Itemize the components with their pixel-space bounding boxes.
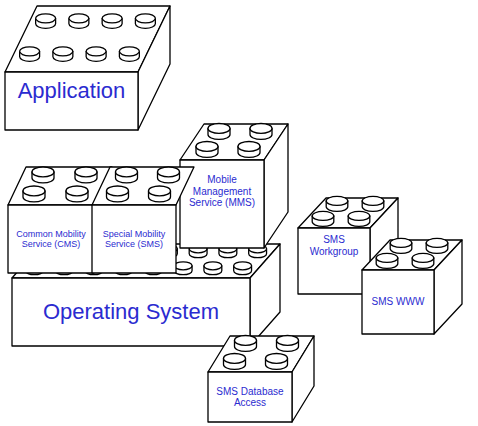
brick-stud-top: [277, 335, 299, 345]
brick-stud-top: [75, 167, 97, 177]
brick-stud-top: [208, 123, 230, 133]
brick-stud-top: [376, 253, 398, 262]
brick-stud: [144, 266, 162, 275]
brick-front-outline: [5, 72, 138, 130]
brick-stud-top: [135, 14, 155, 23]
brick-stud-top: [100, 245, 118, 253]
brick-stud: [70, 249, 88, 258]
brick-stud-top: [348, 211, 370, 220]
brick-label: Special Mobility Service (SMS): [95, 229, 173, 250]
brick-stud-top: [238, 141, 260, 151]
brick-side-face: [264, 124, 288, 248]
brick-outline: [91, 166, 195, 274]
brick-stud-top: [362, 196, 384, 205]
brick-stud-top: [32, 167, 54, 177]
brick-stud-top: [119, 47, 139, 56]
brick-front-face: SMS Workgroup: [298, 228, 370, 294]
brick-outline: [207, 335, 315, 423]
brick-stud-top: [36, 14, 56, 23]
brick-stud-top: [107, 186, 129, 196]
brick-stud-top: [249, 245, 267, 253]
brick-stud: [85, 266, 103, 275]
brick-stud-top: [250, 123, 272, 133]
brick-stud-top: [235, 335, 257, 345]
brick-stud-top: [20, 47, 40, 56]
brick-front-outline: [180, 160, 264, 248]
brick-top-face: [12, 244, 280, 278]
brick-front-face: SMS WWW: [362, 270, 434, 334]
brick-stud: [115, 266, 133, 275]
brick-front-face: Common Mobility Service (CMS): [8, 205, 94, 273]
brick-stud-top: [102, 14, 122, 23]
brick-stud-top: [189, 245, 207, 253]
brick-label: Mobile Management Service (MMS): [183, 174, 261, 209]
brick-stud-top: [116, 167, 138, 177]
brick-side-face: [434, 240, 462, 334]
brick-stud-top: [149, 186, 171, 196]
brick-stud-top: [23, 186, 45, 196]
brick-stud-top: [312, 211, 334, 220]
brick-stud: [159, 249, 177, 258]
brick-stud-top: [174, 262, 192, 270]
brick-label: Application: [18, 78, 126, 103]
brick-label: Common Mobility Service (CMS): [11, 229, 91, 250]
brick-stud-top: [219, 245, 237, 253]
brick-stud-top: [234, 262, 252, 270]
brick-stud-top: [70, 245, 88, 253]
brick-label: SMS Workgroup: [301, 234, 367, 257]
brick-stud-top: [412, 253, 434, 262]
brick-stud-top: [86, 47, 106, 56]
brick-stud: [40, 249, 58, 258]
brick-label: SMS WWW: [372, 296, 425, 308]
brick-stud-top: [85, 262, 103, 270]
brick-stud-top: [204, 262, 222, 270]
brick-stud-top: [159, 245, 177, 253]
brick-stud-top: [130, 245, 148, 253]
brick-stud-top: [69, 14, 89, 23]
brick-outline: [4, 5, 171, 131]
brick-stud: [25, 266, 43, 275]
brick-stud-top: [326, 196, 348, 205]
brick-front-face: Operating System: [12, 278, 250, 346]
brick-stud-top: [196, 141, 218, 151]
brick-front-face: Application: [5, 72, 138, 130]
brick-front-face: Special Mobility Service (SMS): [92, 205, 176, 273]
lego-brick: Mobile Management Service (MMS): [180, 124, 288, 248]
brick-stud-top: [40, 245, 58, 253]
brick-stud: [130, 249, 148, 258]
brick-stud-top: [66, 186, 88, 196]
brick-stud: [55, 266, 73, 275]
brick-top-face: [92, 167, 194, 205]
brick-front-outline: [208, 372, 292, 422]
brick-outline: [361, 239, 463, 335]
lego-brick: SMS WWW: [362, 240, 462, 334]
brick-stud-top: [25, 262, 43, 270]
brick-stud-top: [55, 262, 73, 270]
brick-stud-top: [53, 47, 73, 56]
lego-brick: SMS Database Access: [208, 336, 314, 422]
brick-stud-top: [144, 262, 162, 270]
brick-side-face: [250, 244, 280, 346]
brick-label: Operating System: [43, 299, 219, 324]
brick-front-outline: [8, 205, 94, 273]
brick-front-outline: [362, 270, 434, 334]
brick-stud-top: [426, 238, 448, 247]
brick-label: SMS Database Access: [211, 386, 289, 409]
brick-front-outline: [298, 228, 370, 294]
lego-brick: Application: [5, 6, 170, 130]
brick-front-face: SMS Database Access: [208, 372, 292, 422]
lego-brick: Special Mobility Service (SMS): [92, 167, 194, 273]
brick-front-face: Mobile Management Service (MMS): [180, 160, 264, 248]
brick-stud-top: [224, 353, 246, 363]
brick-stud-top: [158, 167, 180, 177]
brick-front-outline: [12, 278, 250, 346]
brick-stud-top: [115, 262, 133, 270]
brick-stud-top: [266, 353, 288, 363]
brick-stud-top: [390, 238, 412, 247]
brick-front-outline: [92, 205, 176, 273]
brick-stud: [100, 249, 118, 258]
